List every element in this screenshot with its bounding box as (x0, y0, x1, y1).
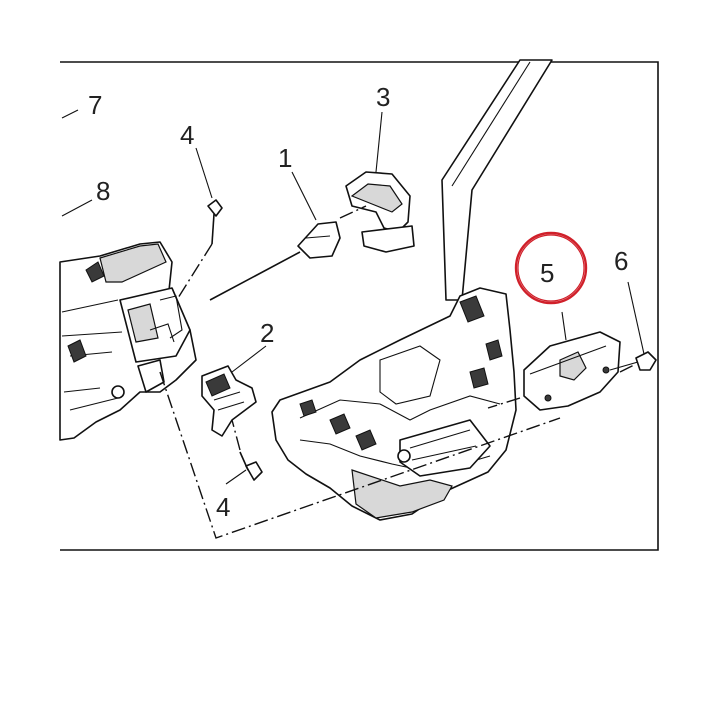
leader-lines (61, 109, 645, 485)
part-5-badge-cover (523, 331, 621, 411)
diagram-frame (60, 61, 659, 551)
callout-3: 3 (376, 82, 390, 112)
part-6-screw (609, 351, 657, 371)
callout-5: 5 (540, 258, 554, 288)
callout-7: 7 (88, 90, 102, 120)
callout-4-bottom: 4 (216, 492, 230, 522)
callout-8: 8 (96, 176, 110, 206)
left-bracket-assembly (59, 241, 197, 441)
part-4-screw-bottom (239, 451, 263, 481)
part-2-bracket (201, 365, 257, 437)
assembly-centerlines (159, 205, 637, 539)
part-3-cover (345, 171, 415, 253)
part-1-connector (209, 221, 341, 301)
highlight-circle (514, 231, 588, 305)
callout-1: 1 (278, 143, 292, 173)
callout-6: 6 (614, 246, 628, 276)
callout-4-top: 4 (180, 120, 194, 150)
right-frame-assembly (271, 59, 553, 521)
callout-2: 2 (260, 318, 274, 348)
part-4-screw-top (207, 199, 223, 245)
